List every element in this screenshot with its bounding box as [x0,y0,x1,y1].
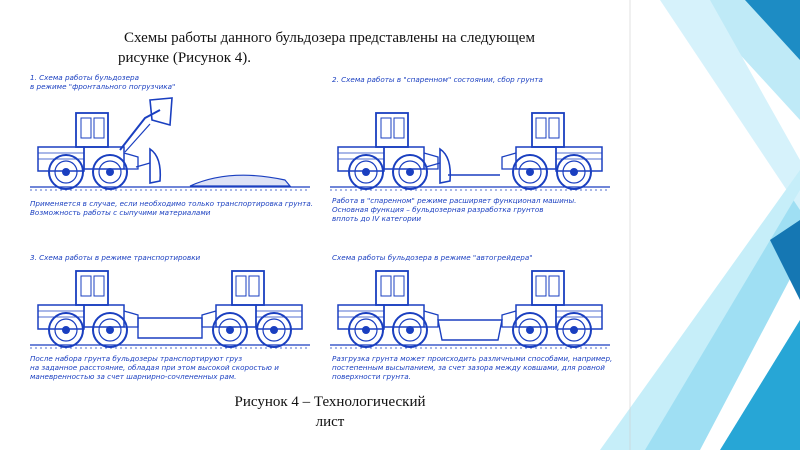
caption-line-2: лист [315,414,345,430]
heading-line-1: Схемы работы данного бульдозера представ… [124,30,535,46]
panel-1-title: 1. Схема работы бульдозера в режиме "фро… [30,73,176,91]
panel-2-machines [338,113,602,189]
panel-2-title: 2. Схема работы в "спаренном" состоянии,… [332,75,543,84]
caption-line-1: Рисунок 4 – Технологический [234,394,426,410]
figure-caption: Рисунок 4 – Технологический лист [220,392,440,432]
panel-3-machines [38,271,302,347]
slide-heading: Схемы работы данного бульдозера представ… [118,28,594,66]
heading-line-2: рисунке (Рисунок 4). [118,50,251,66]
panel-1-machine [38,97,292,189]
ground-lines [30,186,610,349]
panel-4-description: Разгрузка грунта может происходить разли… [332,354,613,381]
panel-2-description: Работа в "спаренном" режиме расширяет фу… [332,196,577,223]
decorative-stripes [600,0,800,450]
panel-1-description: Применяется в случае, если необходимо то… [30,199,314,217]
panel-3-description: После набора грунта бульдозеры транспорт… [30,354,279,381]
panel-4-title: Схема работы бульдозера в режиме "автогр… [332,253,533,262]
panel-3-title: 3. Схема работы в режиме транспортировки [30,253,201,262]
panel-4-machines [338,271,602,347]
